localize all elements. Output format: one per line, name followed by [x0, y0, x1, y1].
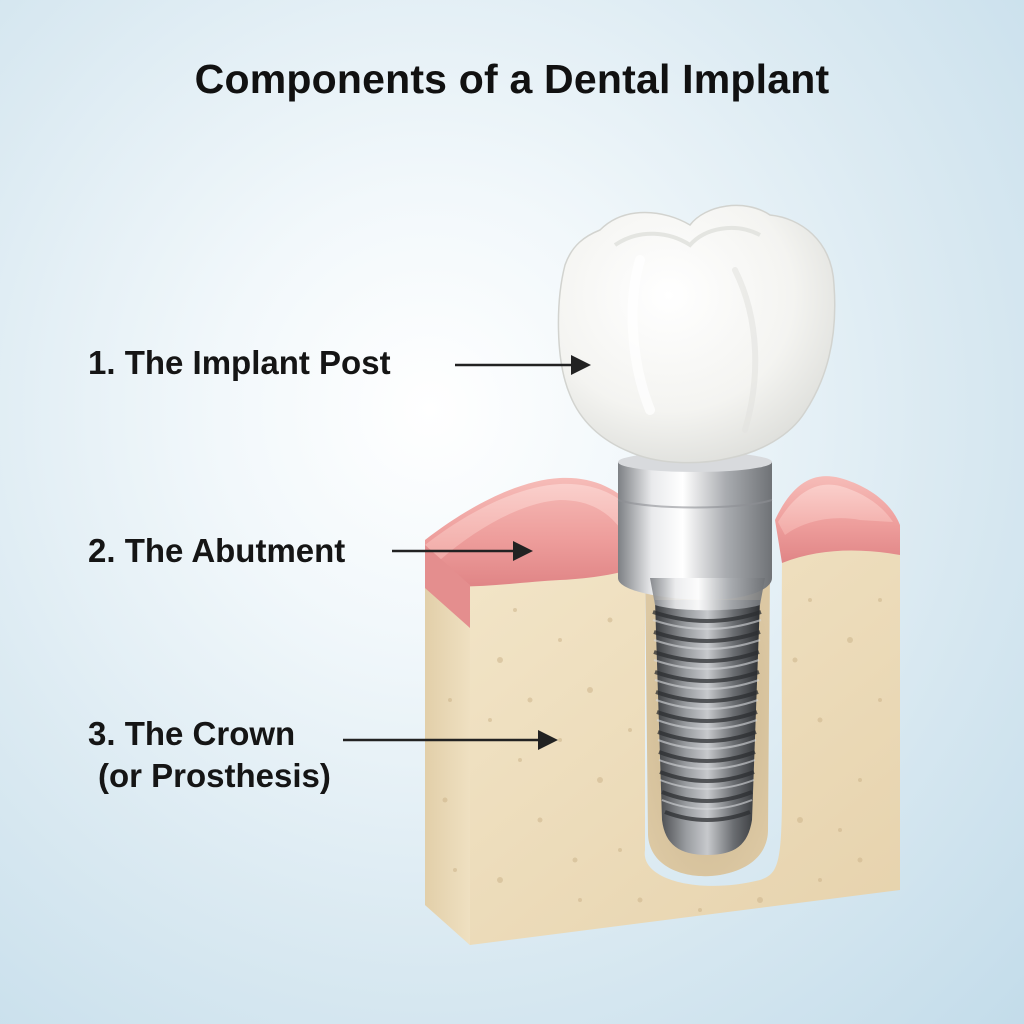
label-text: The Implant Post — [124, 344, 391, 381]
arrow-2 — [392, 541, 533, 561]
screw-threads — [652, 610, 762, 822]
abutment — [617, 452, 773, 611]
label-crown: 3. The Crown (or Prosthesis) — [88, 713, 331, 797]
arrow-1 — [455, 355, 591, 375]
label-number: 2. — [88, 532, 116, 569]
label-text: The Crown — [124, 715, 296, 752]
label-abutment: 2. The Abutment — [88, 530, 345, 572]
gum-tissue — [425, 476, 900, 628]
label-arrows — [343, 355, 591, 750]
bone-pores — [442, 598, 882, 912]
label-number: 3. — [88, 715, 116, 752]
implant-post-screw — [652, 600, 762, 855]
diagram-title: Components of a Dental Implant — [194, 56, 830, 102]
label-text: The Abutment — [124, 532, 346, 569]
label-implant-post: 1. The Implant Post — [88, 342, 391, 384]
label-text-line2: (or Prosthesis) — [98, 757, 331, 794]
crown-tooth — [557, 204, 836, 464]
label-number: 1. — [88, 344, 116, 381]
arrow-3 — [343, 730, 558, 750]
